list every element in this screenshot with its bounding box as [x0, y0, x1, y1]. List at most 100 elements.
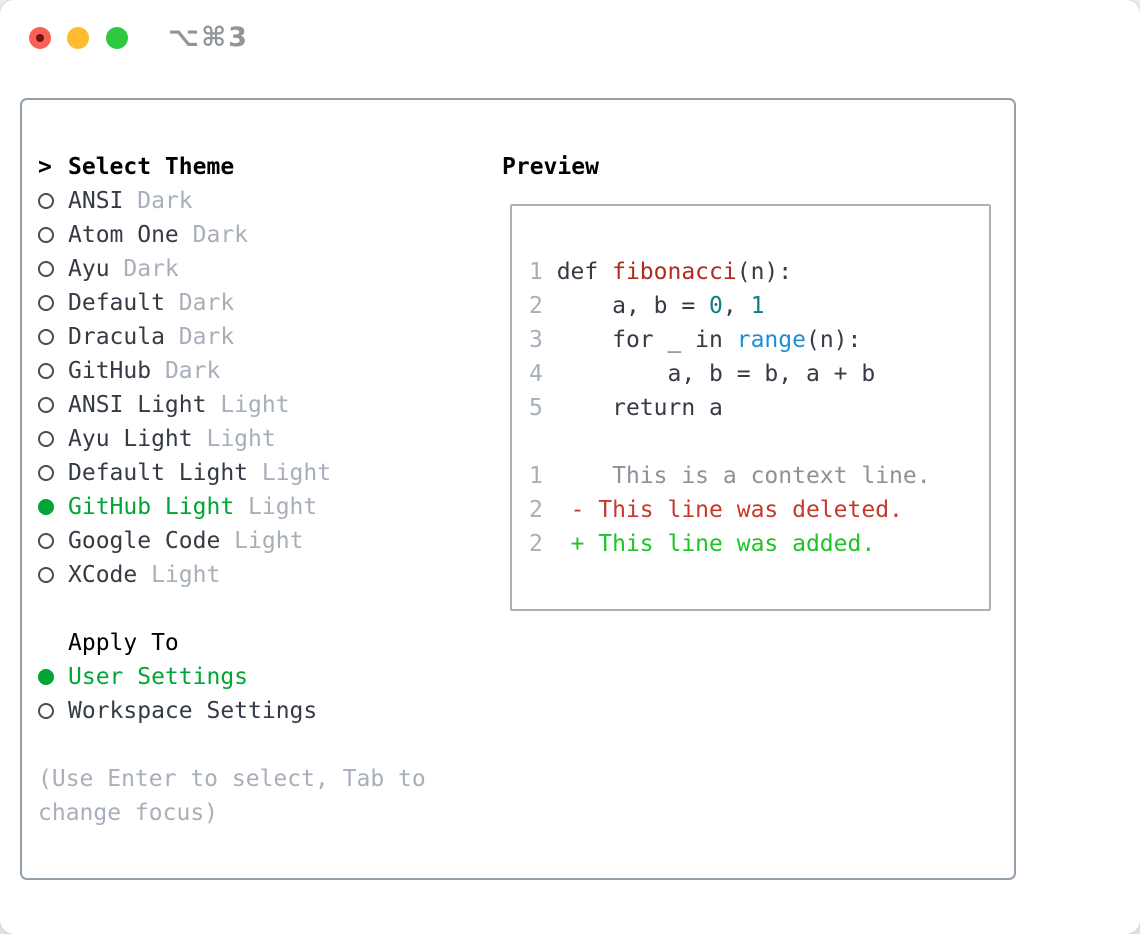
spacer-row	[38, 592, 474, 626]
apply-to-option[interactable]: Workspace Settings	[38, 694, 474, 728]
minimize-icon[interactable]	[67, 27, 89, 49]
radio-icon[interactable]	[38, 227, 54, 243]
theme-item-label: Google Code	[68, 528, 221, 554]
theme-item[interactable]: Atom One Dark	[38, 218, 474, 252]
theme-item-label: ANSI	[68, 188, 124, 214]
theme-item[interactable]: Ayu Light Light	[38, 422, 474, 456]
preview-line: 2 + This line was added.	[529, 527, 931, 561]
window-shortcut-label: ⌥⌘3	[168, 22, 249, 53]
keyboard-hint: (Use Enter to select, Tab to change focu…	[38, 766, 440, 826]
preview-line: 3 for _ in range(n):	[529, 323, 931, 357]
code-segment-gutter: 3	[529, 327, 557, 353]
preview-blank-line	[529, 425, 931, 459]
select-theme-header: > Select Theme	[38, 150, 474, 184]
code-segment-context: This is a context line.	[556, 463, 931, 489]
code-segment-gutter: 2	[529, 293, 557, 319]
radio-icon[interactable]	[38, 397, 54, 413]
theme-item[interactable]: Dracula Dark	[38, 320, 474, 354]
theme-item-label: Atom One	[68, 222, 179, 248]
theme-item-variant: Light	[192, 426, 276, 452]
radio-icon[interactable]	[38, 431, 54, 447]
radio-icon[interactable]	[38, 567, 54, 583]
apply-to-option-label: User Settings	[68, 664, 249, 690]
theme-item[interactable]: Default Light Light	[38, 456, 474, 490]
theme-item-variant: Dark	[151, 358, 221, 384]
code-segment-code: def	[556, 259, 613, 285]
radio-icon[interactable]	[38, 295, 54, 311]
theme-item-label: GitHub Light	[68, 494, 235, 520]
theme-item-variant: Light	[234, 494, 318, 520]
select-theme-title: Select Theme	[68, 154, 235, 180]
preview-line: 1 def fibonacci(n):	[529, 255, 931, 289]
preview-line: 1 This is a context line.	[529, 459, 931, 493]
apply-to-title: Apply To	[68, 630, 179, 656]
preview-line: 4 a, b = b, a + b	[529, 357, 931, 391]
radio-icon[interactable]	[38, 193, 54, 209]
theme-item[interactable]: GitHub Dark	[38, 354, 474, 388]
theme-item[interactable]: ANSI Dark	[38, 184, 474, 218]
code-segment-code: a, b = b, a + b	[556, 361, 876, 387]
code-segment-builtin: range	[736, 327, 806, 353]
theme-item[interactable]: Ayu Dark	[38, 252, 474, 286]
code-segment-gutter: 1	[529, 259, 557, 285]
zoom-icon[interactable]	[106, 27, 128, 49]
apply-to-header: Apply To	[38, 626, 474, 660]
code-segment-code: (n):	[736, 259, 793, 285]
code-segment-added: + This line was added.	[556, 531, 876, 557]
code-segment-gutter: 1	[529, 463, 557, 489]
code-segment-number: 1	[750, 293, 765, 319]
radio-icon[interactable]	[38, 533, 54, 549]
theme-item-label: XCode	[68, 562, 138, 588]
radio-icon[interactable]	[38, 261, 54, 277]
radio-icon[interactable]	[38, 465, 54, 481]
theme-item[interactable]: Google Code Light	[38, 524, 474, 558]
radio-selected-icon[interactable]	[38, 499, 54, 515]
apply-to-option-label: Workspace Settings	[68, 698, 318, 724]
theme-item-variant: Light	[248, 460, 332, 486]
preview-line: 2 - This line was deleted.	[529, 493, 931, 527]
theme-item-variant: Dark	[109, 256, 179, 282]
preview-line: 5 return a	[529, 391, 931, 425]
theme-item-variant: Dark	[178, 222, 249, 248]
code-segment-code: (n):	[805, 327, 862, 353]
radio-icon[interactable]	[38, 703, 54, 719]
theme-item-variant: Dark	[164, 290, 235, 316]
titlebar: ⌥⌘3	[0, 0, 1140, 80]
code-segment-deleted: - This line was deleted.	[556, 497, 903, 523]
theme-item-variant: Light	[137, 562, 221, 588]
radio-icon[interactable]	[38, 363, 54, 379]
spacer-row	[38, 728, 474, 762]
theme-item-variant: Light	[220, 528, 304, 554]
theme-item-label: Ayu	[68, 256, 110, 282]
theme-item[interactable]: Default Dark	[38, 286, 474, 320]
code-segment-number: 0	[709, 293, 723, 319]
radio-selected-icon[interactable]	[38, 669, 54, 685]
theme-item[interactable]: XCode Light	[38, 558, 474, 592]
theme-item-label: ANSI Light	[68, 392, 207, 418]
close-icon[interactable]	[29, 27, 51, 49]
theme-item[interactable]: ANSI Light Light	[38, 388, 474, 422]
cursor-prefix: >	[38, 154, 52, 180]
theme-item[interactable]: GitHub Light Light	[38, 490, 474, 524]
code-segment-function: fibonacci	[612, 259, 737, 285]
preview-title: Preview	[502, 154, 599, 180]
code-segment-code: for _ in	[556, 327, 737, 353]
preview-line: 2 a, b = 0, 1	[529, 289, 931, 323]
theme-item-label: Default Light	[68, 460, 249, 486]
radio-icon[interactable]	[38, 329, 54, 345]
code-segment-gutter: 2	[529, 531, 557, 557]
code-segment-gutter: 2	[529, 497, 557, 523]
theme-item-label: Default	[68, 290, 165, 316]
code-segment-gutter: 4	[529, 361, 557, 387]
code-segment-code: return a	[556, 395, 723, 421]
theme-item-variant: Light	[206, 392, 290, 418]
apply-to-option[interactable]: User Settings	[38, 660, 474, 694]
code-segment-code: a, b =	[556, 293, 710, 319]
theme-item-label: Ayu Light	[68, 426, 193, 452]
